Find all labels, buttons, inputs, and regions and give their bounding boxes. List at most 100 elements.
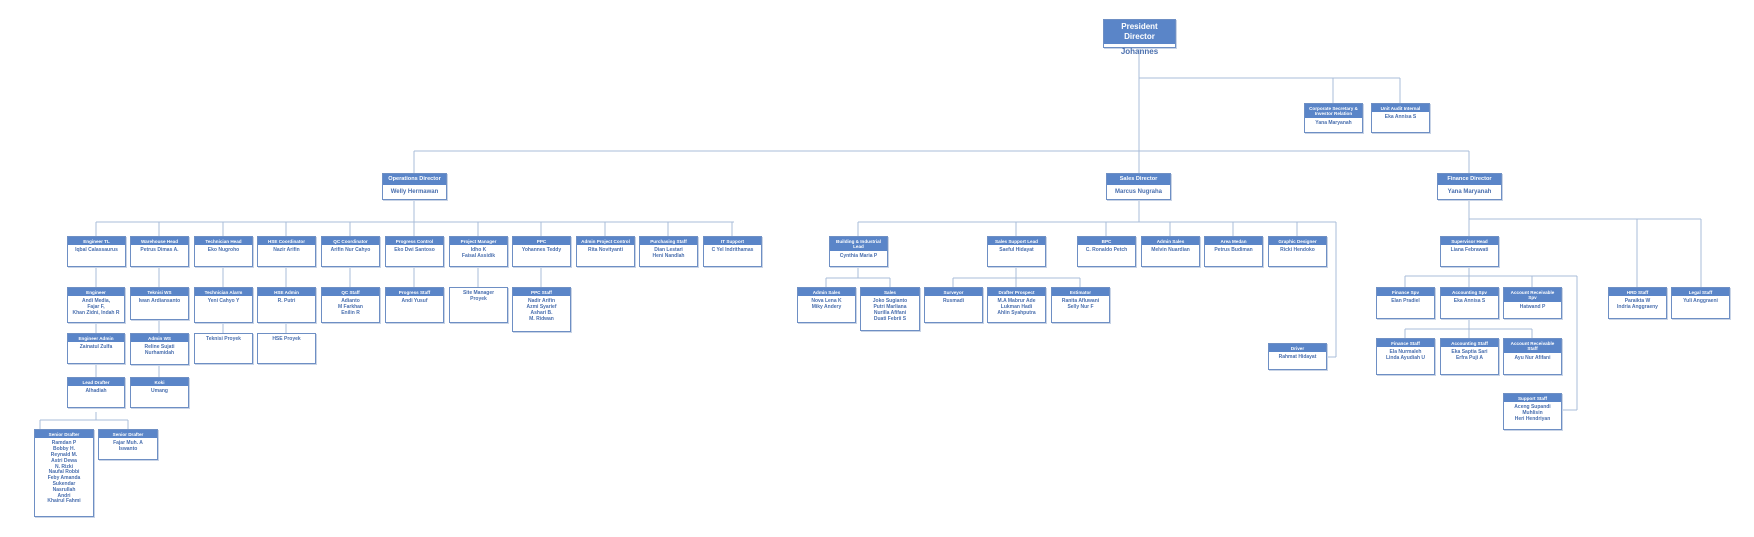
hse-admin-box-name: R. Putri: [277, 298, 296, 305]
sales-role-box-1-title: Sales Support Lead: [988, 237, 1045, 246]
admin-sales-box-name: Nova Lena K Miky Andery: [811, 298, 842, 311]
finance-staff-box-name: Ela Nurmaleh Linda Ayudiah U: [1385, 349, 1426, 362]
ops-role-box-9-title: Purchasing Staff: [640, 237, 697, 246]
president-director-box-name: Johannes: [1120, 47, 1159, 56]
progress-staff-box-name: Andi Yusuf: [401, 298, 428, 305]
ar-staff-box-name: Ayu Nur Afifani: [1514, 354, 1551, 361]
sales-director-box-title: Sales Director: [1107, 174, 1170, 185]
senior-drafter-box-2-title: Senior Drafter: [99, 430, 157, 439]
ar-spv-box-title: Account Receivable Spv: [1504, 288, 1561, 302]
drafter-prospect-box-name: M.A Mabrur Ade Lukman Hadi Ahlin Syahput…: [997, 298, 1036, 316]
hse-proyek-box: HSE Proyek: [257, 333, 316, 364]
engineer-admin-box-title: Engineer Admin: [68, 334, 124, 343]
ops-role-box-6-title: Project Manager: [450, 237, 507, 246]
technician-alarm-box-title: Technician Alarm: [195, 288, 252, 297]
legal-staff-box-title: Legal Staff: [1672, 288, 1729, 297]
sales-role-box-3-name: Melvin Nuardian: [1151, 247, 1190, 254]
accounting-spv-box-title: Accounting Spv: [1441, 288, 1498, 297]
sales-role-box-3-title: Admin Sales: [1142, 237, 1199, 246]
technician-alarm-box-name: Yeni Cahyo Y: [207, 298, 240, 305]
lead-drafter-box-title: Lead Drafter: [68, 378, 124, 387]
ar-staff-box-title: Account Receivable Staff: [1504, 339, 1561, 353]
koki-box-name: Umang: [151, 388, 168, 395]
finance-spv-box-title: Finance Spv: [1377, 288, 1434, 297]
audit-internal-box-name: Eka Annisa S: [1384, 114, 1417, 121]
ops-role-box-0-name: Iqbal Calassaurus: [75, 247, 118, 254]
estimator-box-name: Ranita Afluwani Selly Nur F: [1061, 298, 1100, 311]
corporate-secretary-box-name: Yana Maryanah: [1315, 119, 1352, 126]
finance-director-box-name: Yana Maryanah: [1447, 189, 1492, 195]
senior-drafter-box-2-name: Fajar Muh. A Iswanto: [113, 440, 143, 453]
ops-role-box-4-title: QC Coordinator: [322, 237, 379, 246]
accounting-staff-box-name: Eka Saptia Sari Erfra Puji A: [1451, 349, 1488, 362]
sales-role-box-0-title: Building & Industrial Lead: [830, 237, 887, 251]
ops-role-box-6-name: Idho K Faisal Assidik: [461, 247, 496, 260]
admin-ws-box-title: Admin WS: [131, 334, 188, 343]
ops-role-box-4-name: Arifin Nur Cahyo: [330, 247, 371, 254]
support-staff-box-name: Aceng Supandi Muhlisin Heri Hendriyan: [1514, 404, 1551, 422]
sales-role-box-5-title: Graphic Designer: [1269, 237, 1326, 246]
engineer-admin-box-name: Zainatul Zulfa: [79, 344, 113, 351]
ops-role-box-5-name: Eko Dwi Santoso: [394, 247, 435, 254]
support-staff-box-title: Support Staff: [1504, 394, 1561, 403]
hrd-staff-box-title: HRD Staff: [1609, 288, 1666, 297]
sales-box-title: Sales: [861, 288, 919, 297]
supervisor-head-box-name: Liana Febrawati: [1450, 247, 1489, 254]
finance-director-box-title: Finance Director: [1438, 174, 1501, 185]
ppc-staff-box-name: Nadir Arifin Azmi Syarief Ashari B. M. R…: [526, 298, 557, 322]
ppc-staff-box-title: PPC Staff: [513, 288, 570, 297]
ops-role-box-8-name: Rita Novityanti: [587, 247, 623, 254]
teknisi-ws-box-title: Teknisi WS: [131, 288, 188, 297]
sales-box-name: Joko Sugianto Putri Marliana Nurilla Afi…: [872, 298, 908, 322]
ops-role-box-2-name: Eko Nugroho: [207, 247, 240, 254]
sales-role-box-5-name: Ricki Hendoko: [1280, 247, 1315, 254]
driver-box-name: Rahmat Hidayat: [1278, 354, 1317, 361]
teknisi-proyek-box: Teknisi Proyek: [194, 333, 253, 364]
ops-role-box-1-title: Warehouse Head: [131, 237, 188, 246]
ops-role-box-10-title: IT Support: [704, 237, 761, 246]
surveyor-box-title: Surveyor: [925, 288, 982, 297]
hrd-staff-box-name: Paraikta W Indria Anggraeny: [1617, 298, 1658, 311]
sales-role-box-0-name: Cynthia Maria P: [839, 252, 878, 259]
ops-role-box-1-name: Petrus Dimas A.: [140, 247, 179, 254]
operations-director-box-name: Welly Hermawan: [390, 189, 439, 195]
ops-role-box-3-name: Nazir Arifin: [273, 247, 300, 254]
ops-role-box-7-title: PPC: [513, 237, 570, 246]
sales-role-box-4-name: Petrus Budiman: [1214, 247, 1253, 254]
qc-staff-box-title: QC Staff: [322, 288, 379, 297]
engineer-box-name: Andi Media, Fajar F, Khan Zidni, Indah R: [72, 298, 120, 316]
site-manager-box-name: Site Manager Proyek: [462, 290, 495, 302]
senior-drafter-box-1-name: Ramdan P Bobby H. Reynald M. Astri Dewa …: [47, 440, 81, 505]
koki-box-title: Koki: [131, 378, 188, 387]
ops-role-box-9-name: Dian Lestari Heni Nandlah: [652, 247, 685, 260]
ops-role-box-0-title: Engineer TL: [68, 237, 125, 246]
lead-drafter-box-name: Alhadiah: [85, 388, 107, 395]
